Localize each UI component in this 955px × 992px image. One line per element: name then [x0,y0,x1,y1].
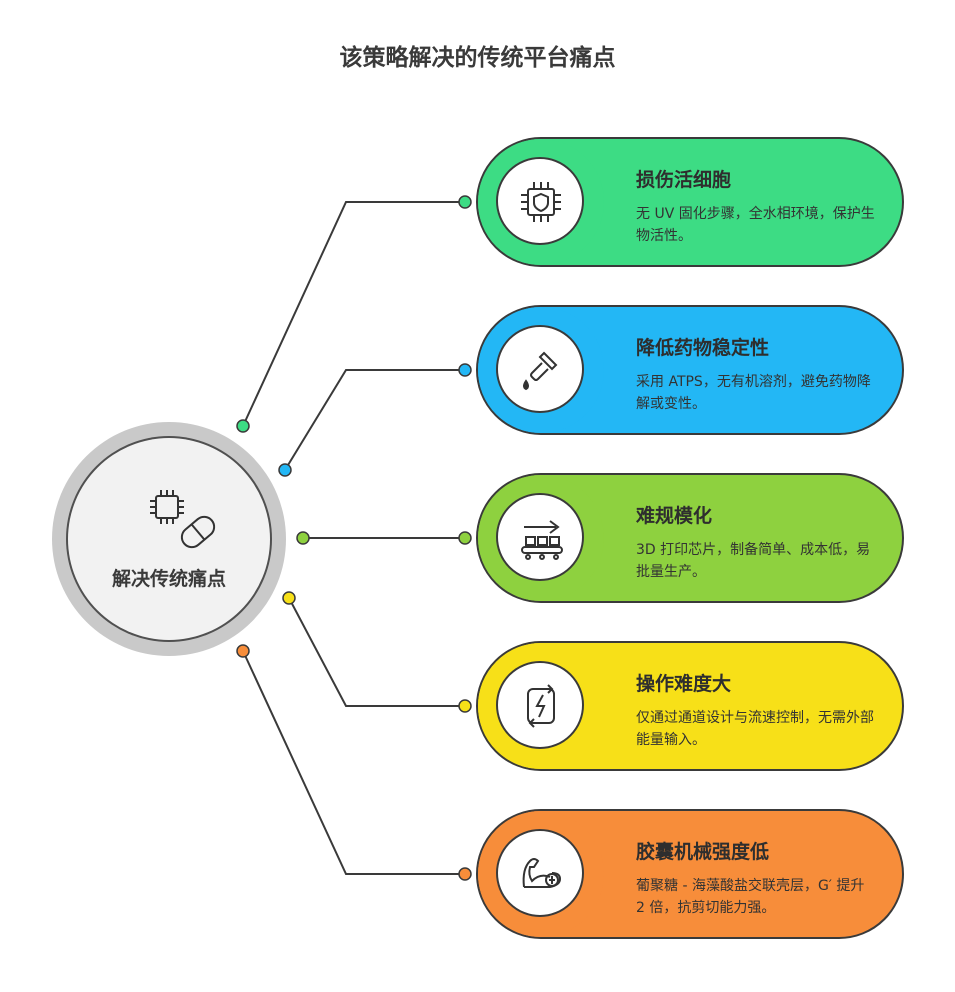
pain-point-card-cell-damage: 损伤活细胞 无 UV 固化步骤，全水相环境，保护生物活性。 [476,137,904,267]
node-dot-2a [278,463,292,477]
node-dot-4b [458,699,472,713]
shield-chip-icon [521,182,561,222]
node-dot-2b [458,363,472,377]
node-dot-5b [458,867,472,881]
card-title: 难规模化 [636,505,713,527]
node-dot-1b [458,195,472,209]
icon-ring [478,139,604,265]
card-description: 采用 ATPS，无有机溶剂，避免药物降解或变性。 [636,374,871,412]
chip-icon [150,490,184,524]
pain-point-card-operation-difficulty: 操作难度大 仅通过通道设计与流速控制，无需外部能量输入。 [476,641,904,771]
node-dot-4a [282,591,296,605]
hub-label: 解决传统痛点 [111,568,226,590]
hub-circle: 解决传统痛点 [52,422,286,656]
card-description: 3D 打印芯片，制备简单、成本低，易批量生产。 [636,542,871,580]
pain-point-card-drug-stability: 降低药物稳定性 采用 ATPS，无有机溶剂，避免药物降解或变性。 [476,305,904,435]
card-title: 降低药物稳定性 [636,337,770,359]
hub-icons [150,490,216,549]
connector-1 [242,201,465,427]
node-dot-3b [458,531,472,545]
battery-cycle-icon [527,684,555,728]
card-description: 葡聚糖 - 海藻酸盐交联壳层，G′ 提升 2 倍，抗剪切能力强。 [636,878,865,916]
card-title: 胶囊机械强度低 [636,841,770,863]
pill-icon [180,515,216,549]
icon-ring [478,811,604,937]
card-title: 操作难度大 [636,673,732,695]
connector-2 [284,369,465,471]
dropper-icon [523,351,558,391]
node-dot-1a [236,419,250,433]
icon-ring [478,307,604,433]
connector-5 [242,650,465,875]
node-dot-5a [236,644,250,658]
node-dot-3a [296,531,310,545]
card-description: 仅通过通道设计与流速控制，无需外部能量输入。 [636,710,874,748]
pain-point-card-scalability: 难规模化 3D 打印芯片，制备简单、成本低，易批量生产。 [476,473,904,603]
page-title: 该策略解决的传统平台痛点 [339,45,616,71]
card-title: 损伤活细胞 [636,169,732,191]
card-description: 无 UV 固化步骤，全水相环境，保护生物活性。 [636,206,875,244]
conveyor-icon [521,520,563,560]
pain-point-card-mechanical-strength: 胶囊机械强度低 葡聚糖 - 海藻酸盐交联壳层，G′ 提升 2 倍，抗剪切能力强。 [476,809,904,939]
strong-arm-icon [522,858,562,888]
connector-4 [288,597,465,707]
